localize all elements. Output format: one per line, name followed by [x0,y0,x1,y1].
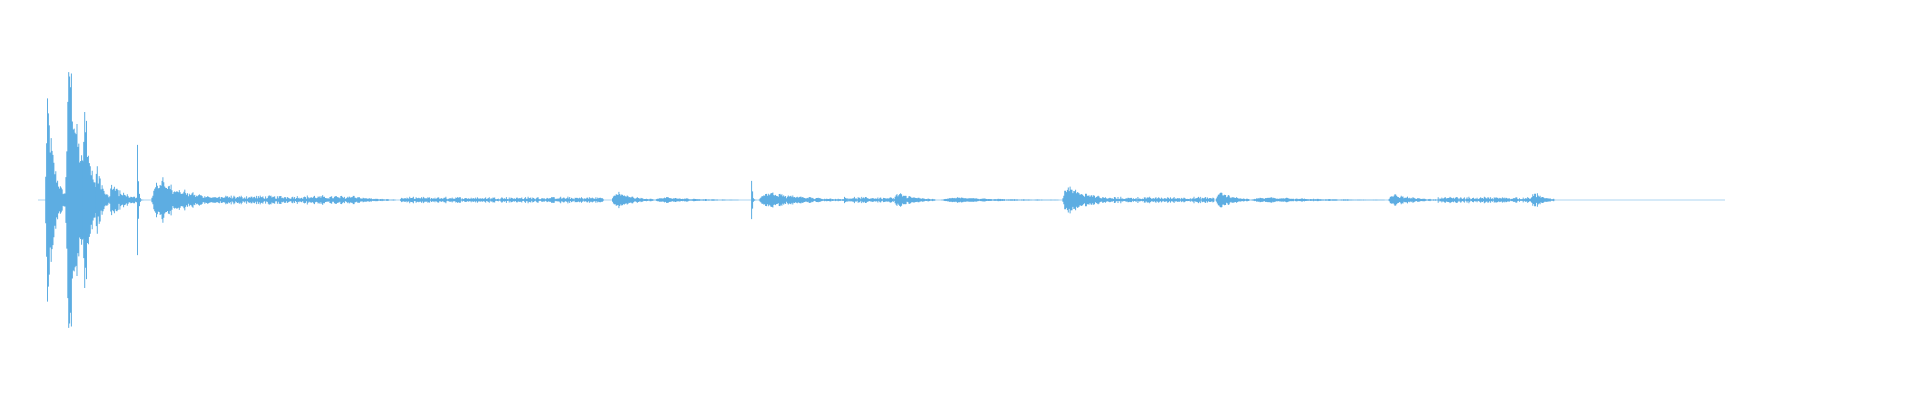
waveform-burst [751,180,757,220]
waveform-burst [1388,194,1439,206]
waveform-burst [893,193,936,207]
waveform-burst [612,191,655,209]
waveform-burst [95,166,110,234]
waveform-burst [842,196,894,204]
waveform-burst [1531,193,1556,207]
waveform-burst [940,197,1060,203]
waveform-burst [758,192,844,208]
waveform-burst [654,197,739,203]
waveform-burst [45,98,66,302]
waveform-burst [151,177,219,223]
waveform-burst [109,184,140,216]
waveform-burst [218,195,354,205]
waveform-burst [400,196,604,204]
waveform-trace [38,72,1725,328]
waveform-burst [1215,192,1250,208]
waveform-burst [345,195,397,205]
waveform-burst [137,144,144,256]
waveform-burst [1437,196,1540,204]
waveform-burst [1062,186,1114,214]
waveform-burst [1112,196,1215,204]
waveform-burst [1249,197,1385,203]
